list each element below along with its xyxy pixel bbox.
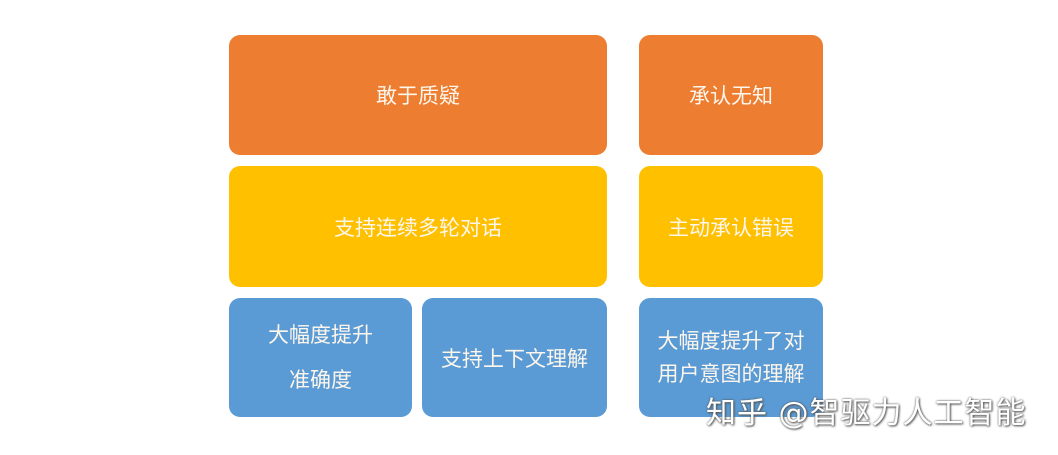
- box-multi-turn-dialogue: 支持连续多轮对话: [229, 166, 607, 287]
- box-admit-mistakes: 主动承认错误: [639, 166, 823, 287]
- box-dare-to-question: 敢于质疑: [229, 35, 607, 155]
- box-admit-ignorance: 承认无知: [639, 35, 823, 155]
- box-label-line-1: 大幅度提升: [268, 322, 373, 347]
- box-label: 支持上下文理解: [441, 346, 588, 371]
- box-label-line-2: 准确度: [289, 367, 352, 392]
- box-label-line-2: 用户意图的理解: [657, 361, 805, 386]
- box-accuracy-improvement: 大幅度提升 准确度: [229, 298, 412, 417]
- box-label: 承认无知: [689, 84, 773, 108]
- box-user-intent-understanding: 大幅度提升了对 用户意图的理解: [639, 298, 823, 417]
- box-context-understanding: 支持上下文理解: [422, 298, 607, 417]
- box-label: 支持连续多轮对话: [334, 215, 502, 240]
- box-label: 敢于质疑: [376, 84, 460, 108]
- box-label: 主动承认错误: [668, 215, 794, 240]
- box-label-line-1: 大幅度提升了对: [657, 328, 805, 353]
- watermark: 知乎 @智驱力人工智能: [706, 396, 1027, 431]
